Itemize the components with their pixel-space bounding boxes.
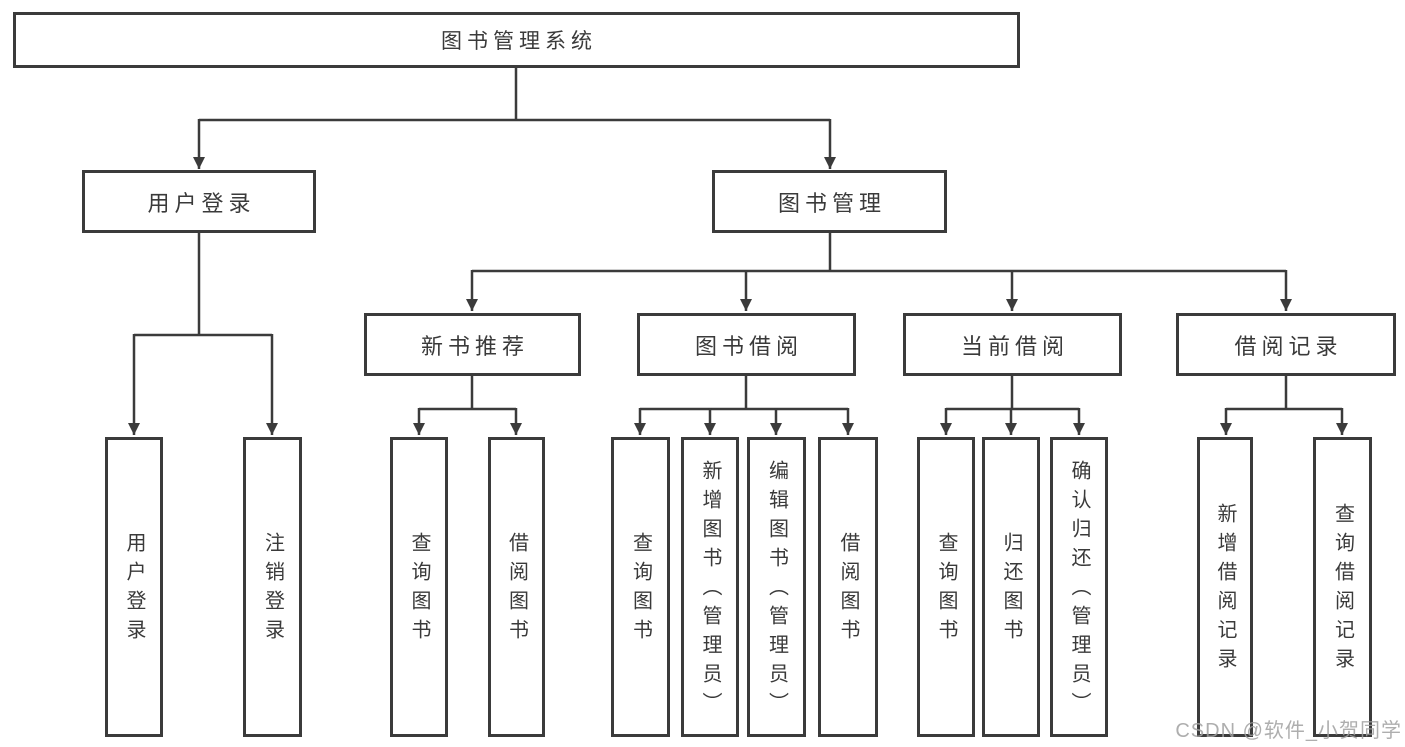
leaf-user-login: 用户登录 xyxy=(105,437,163,737)
node-book-borrow: 图书借阅 xyxy=(637,313,856,376)
node-borrow-records: 借阅记录 xyxy=(1176,313,1396,376)
leaf-borrow-borrow-books: 借阅图书 xyxy=(818,437,878,737)
leaf-borrow-edit-books-admin: 编辑图书（管理员） xyxy=(747,437,806,737)
leaf-current-confirm-return-admin: 确认归还（管理员） xyxy=(1050,437,1108,737)
edge-root-bus xyxy=(199,68,830,122)
leaf-borrow-add-books-admin: 新增图书（管理员） xyxy=(681,437,739,737)
edge-current-bus xyxy=(946,376,1079,411)
edge-user-login-bus xyxy=(134,233,272,337)
node-root-system: 图书管理系统 xyxy=(13,12,1020,68)
node-new-book-recommend: 新书推荐 xyxy=(364,313,581,376)
leaf-current-query-books: 查询图书 xyxy=(917,437,975,737)
leaf-recommend-borrow-books: 借阅图书 xyxy=(488,437,545,737)
leaf-records-query-record: 查询借阅记录 xyxy=(1313,437,1372,737)
csdn-watermark: CSDN @软件_小贺同学 xyxy=(1175,720,1402,742)
node-current-borrow: 当前借阅 xyxy=(903,313,1122,376)
leaf-borrow-query-books: 查询图书 xyxy=(611,437,670,737)
edge-book-management-bus xyxy=(472,233,1286,273)
edge-records-bus xyxy=(1226,376,1342,411)
leaf-records-add-record: 新增借阅记录 xyxy=(1197,437,1253,737)
leaf-recommend-query-books: 查询图书 xyxy=(390,437,448,737)
node-book-management: 图书管理 xyxy=(712,170,947,233)
edge-borrow-bus xyxy=(640,376,848,411)
edge-recommend-bus xyxy=(419,376,516,411)
node-user-login: 用户登录 xyxy=(82,170,316,233)
leaf-logout: 注销登录 xyxy=(243,437,302,737)
leaf-current-return-books: 归还图书 xyxy=(982,437,1040,737)
